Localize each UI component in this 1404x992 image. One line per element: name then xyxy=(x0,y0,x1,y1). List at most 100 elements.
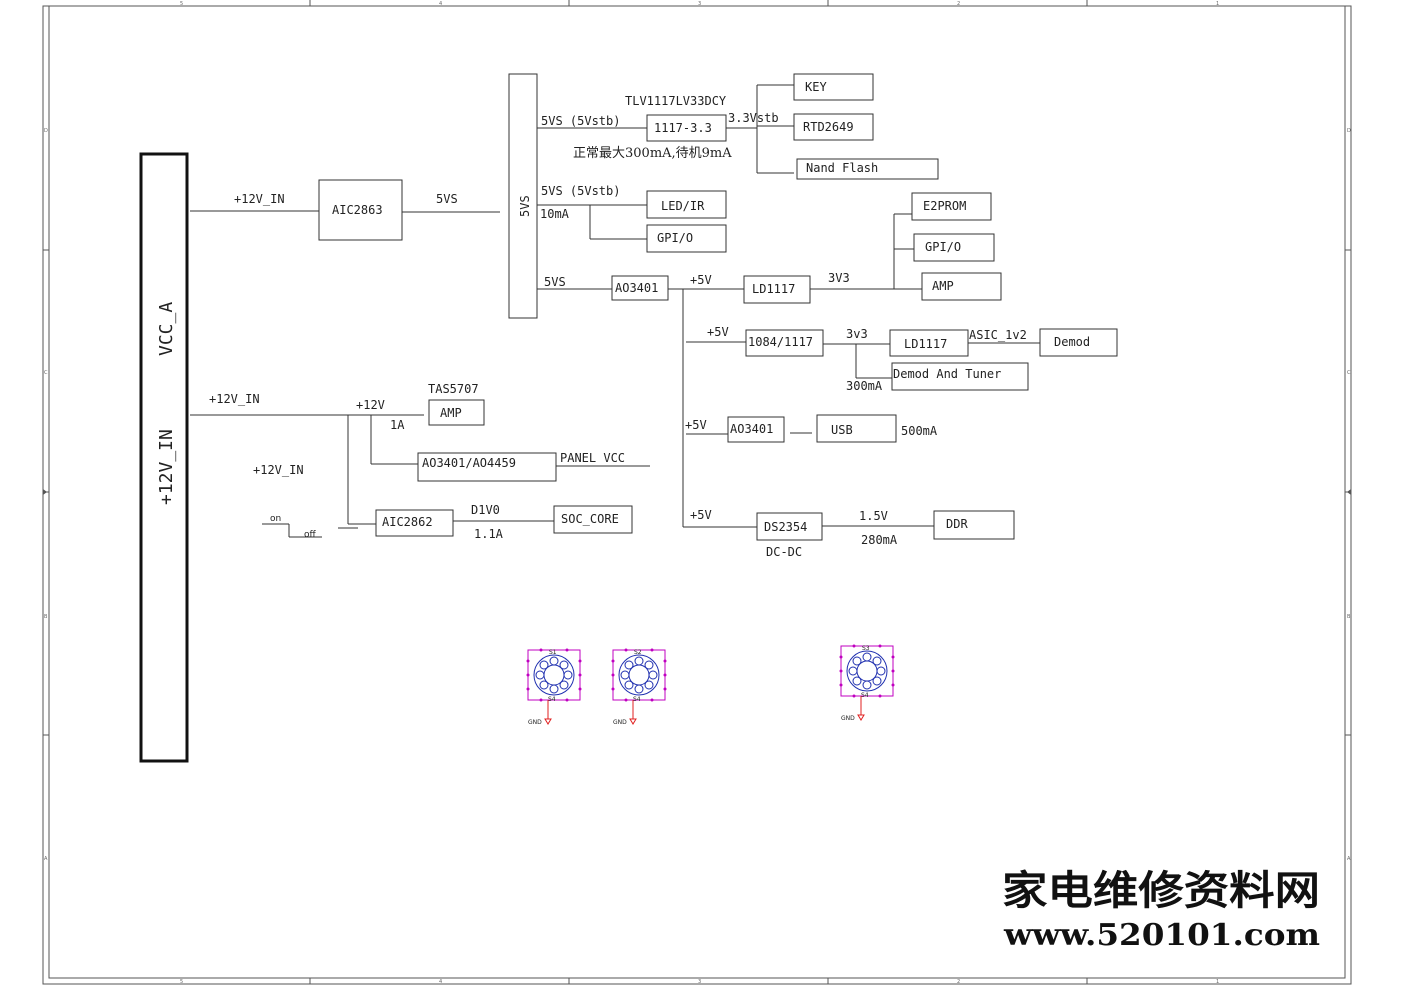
drawing-frame: 5 4 3 2 1 5 4 3 2 1 D C B A D C B A xyxy=(42,0,1352,985)
frame-tick-right: C xyxy=(1347,370,1351,376)
block-usb: USB xyxy=(816,414,897,443)
block-1084-label: 1084/1117 xyxy=(748,335,813,349)
hole-pin-label: S4 xyxy=(861,692,869,699)
block-demod-tuner-label: Demod And Tuner xyxy=(893,367,1001,381)
block-gpio-a-label: GPI/O xyxy=(657,231,693,245)
block-ao3401-ao4459: AO3401/AO4459 xyxy=(417,452,557,482)
block-amp-b: AMP xyxy=(921,272,1002,301)
block-e2prom: E2PROM xyxy=(911,192,992,221)
block-ds2354-label: DS2354 xyxy=(764,520,807,534)
current-label: 1.1A xyxy=(474,527,504,541)
block-ld1117-b: LD1117 xyxy=(889,329,969,357)
switch-off-label: off xyxy=(304,530,317,540)
part-label: TAS5707 xyxy=(428,382,479,396)
current-label: 1A xyxy=(390,418,405,432)
block-1117-3v3: 1117-3.3 xyxy=(646,114,727,142)
5vs-rail-block xyxy=(508,73,538,319)
block-aic2862-label: AIC2862 xyxy=(382,515,433,529)
block-usb-label: USB xyxy=(831,423,853,437)
frame-tick-bottom: 2 xyxy=(957,979,960,985)
block-ld1117-b-label: LD1117 xyxy=(904,337,947,351)
watermark-cn-text: 家电维修资料网 xyxy=(1002,867,1320,914)
frame-tick-top: 4 xyxy=(439,1,442,7)
net-label: +12V xyxy=(356,398,385,412)
switch-on-label: on xyxy=(270,514,281,524)
net-label: +12V_IN xyxy=(253,463,304,477)
frame-tick-top: 3 xyxy=(698,1,701,7)
block-key: KEY xyxy=(793,73,874,101)
block-1117-label: 1117-3.3 xyxy=(654,121,712,135)
net-label: +12V_IN xyxy=(234,192,285,206)
block-ao3401-b-label: AO3401 xyxy=(730,422,773,436)
block-ld1117-a-label: LD1117 xyxy=(752,282,795,296)
block-ld1117-a: LD1117 xyxy=(743,275,811,304)
block-amp-b-label: AMP xyxy=(932,279,954,293)
watermark-url-text: www.520101.com xyxy=(1003,918,1320,953)
block-aic2863: AIC2863 xyxy=(318,179,403,241)
net-label: 3V3 xyxy=(828,271,850,285)
mounting-hole: S3 S4 GND xyxy=(839,644,895,722)
watermark: 家电维修资料网 www.520101.com xyxy=(1002,867,1320,953)
wires xyxy=(190,84,1040,538)
block-soc-core: SOC_CORE xyxy=(553,505,633,534)
block-aic2862: AIC2862 xyxy=(375,509,454,537)
block-demod-label: Demod xyxy=(1054,335,1090,349)
part-label: DC-DC xyxy=(766,545,802,559)
net-label: 5VS xyxy=(544,275,566,289)
frame-tick-right: D xyxy=(1347,128,1351,134)
frame-tick-left: B xyxy=(44,614,48,620)
hole-pin-label: S4 xyxy=(633,696,641,703)
frame-tick-left: C xyxy=(44,370,48,376)
net-label: 5VS xyxy=(436,192,458,206)
block-aic2863-label: AIC2863 xyxy=(332,203,383,217)
input-power-bus: +12V_IN VCC_A xyxy=(139,152,189,763)
hole-pin-label: S4 xyxy=(548,696,556,703)
block-rtd2649-label: RTD2649 xyxy=(803,120,854,134)
frame-tick-left: D xyxy=(44,128,48,134)
net-label: +5V xyxy=(690,273,712,287)
frame-tick-left: A xyxy=(44,856,48,862)
net-label: +5V xyxy=(707,325,729,339)
block-rtd2649: RTD2649 xyxy=(793,113,874,141)
current-note: 正常最大300mA,待机9mA xyxy=(573,146,732,161)
current-label: 500mA xyxy=(901,424,938,438)
bus-label-vcc-a: VCC_A xyxy=(156,302,177,356)
frame-tick-right: A xyxy=(1347,856,1351,862)
current-label: 300mA xyxy=(846,379,883,393)
block-key-label: KEY xyxy=(805,80,827,94)
frame-tick-bottom: 4 xyxy=(439,979,442,985)
frame-tick-right: B xyxy=(1347,614,1351,620)
current-label: 280mA xyxy=(861,533,898,547)
block-nand-flash-label: Nand Flash xyxy=(806,161,878,175)
net-label: +5V xyxy=(685,418,707,432)
block-amp-a-label: AMP xyxy=(440,406,462,420)
block-nand-flash: Nand Flash xyxy=(796,158,939,180)
net-label: 5VS (5Vstb) xyxy=(541,184,620,198)
net-label: 1.5V xyxy=(859,509,888,523)
hole-pin-label: S2 xyxy=(634,649,642,656)
block-led-ir: LED/IR xyxy=(646,190,727,219)
block-led-ir-label: LED/IR xyxy=(661,199,705,213)
gnd-label: GND xyxy=(841,715,855,722)
part-label: TLV1117LV33DCY xyxy=(625,94,727,108)
block-ddr: DDR xyxy=(933,510,1015,540)
block-ao3401-ao4459-label: AO3401/AO4459 xyxy=(422,456,516,470)
frame-tick-bottom: 1 xyxy=(1216,979,1219,985)
hole-pin-label: S1 xyxy=(549,649,557,656)
net-label: +12V_IN xyxy=(209,392,260,406)
net-label: D1V0 xyxy=(471,503,500,517)
gnd-label: GND xyxy=(528,719,542,726)
block-ds2354: DS2354 xyxy=(756,512,823,541)
net-label: 5VS (5Vstb) xyxy=(541,114,620,128)
frame-tick-bottom: 3 xyxy=(698,979,701,985)
block-1084-1117: 1084/1117 xyxy=(745,329,824,357)
block-e2prom-label: E2PROM xyxy=(923,199,966,213)
mounting-hole: S2 S4 GND xyxy=(611,648,667,726)
net-labels: +12V_IN 5VS TLV1117LV33DCY 5VS (5Vstb) 3… xyxy=(209,94,1027,559)
block-soc-core-label: SOC_CORE xyxy=(561,512,619,526)
block-gpio-a: GPI/O xyxy=(646,224,727,253)
block-ao3401-a-label: AO3401 xyxy=(615,281,658,295)
hole-pin-label: S3 xyxy=(862,645,870,652)
frame-tick-top: 1 xyxy=(1216,1,1219,7)
